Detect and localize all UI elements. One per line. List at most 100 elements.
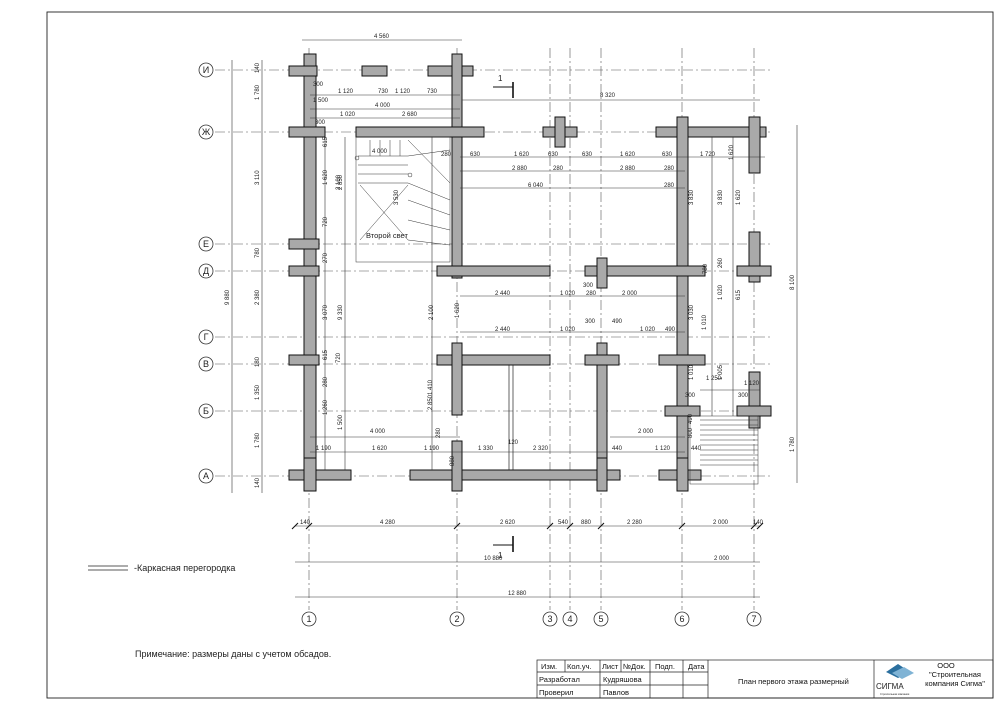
dim-inner-h-12: 630 xyxy=(470,152,481,158)
dim-inner-v-11: 3 030 xyxy=(689,304,695,320)
dim-inner-v-16: 1 260 xyxy=(323,399,329,415)
dim-inner-v-32: 490 xyxy=(688,413,694,424)
dim-left-3: 3 110 xyxy=(255,170,261,185)
dim-bottom-mid-2: 2 000 xyxy=(714,556,730,562)
dim-left-8: 1 780 xyxy=(255,432,261,448)
drawing-frame xyxy=(46,11,994,699)
dim-bottom-2: 4 280 xyxy=(380,520,396,526)
axis-label-row: И xyxy=(203,65,209,75)
dim-inner-h-51: 440 xyxy=(691,446,702,452)
axis-bubble-row-5: Г xyxy=(198,329,214,345)
dim-left-2: 1 780 xyxy=(255,84,261,100)
dim-inner-v-13: 2 850 xyxy=(428,394,434,410)
wall-axis-2-lower xyxy=(451,342,463,416)
dim-inner-h-34: 490 xyxy=(612,319,623,325)
dim-inner-h-30: 2 000 xyxy=(622,291,638,297)
section-mark-bottom: 1 xyxy=(493,536,514,560)
dim-inner-h-48: 440 xyxy=(612,446,623,452)
dim-inner-v-8: 9 330 xyxy=(338,304,344,320)
dim-right-total: 8 100 xyxy=(790,274,796,290)
axis-bubble-col-1: 1 xyxy=(301,611,317,627)
axis-label-col: 6 xyxy=(679,614,684,624)
dim-inner-v-14: 1 500 xyxy=(338,414,344,430)
dim-inner-v-22: 615 xyxy=(736,289,742,300)
wall-top-left xyxy=(288,65,318,77)
dim-inner-v-34: 780 xyxy=(703,263,709,274)
staircase xyxy=(354,136,451,263)
dim-inner-h-47: 2 320 xyxy=(533,446,549,452)
wall-row-zh-stair xyxy=(355,126,485,138)
wall-axis-2-upper xyxy=(451,53,463,279)
axis-label-col: 3 xyxy=(547,614,552,624)
dim-bottom-3: 2 620 xyxy=(500,520,516,526)
axis-bubble-col-5: 5 xyxy=(593,611,609,627)
legend: -Каркасная перегородка xyxy=(88,563,235,573)
dim-inner-h-17: 630 xyxy=(662,152,673,158)
tb-header-data: Дата xyxy=(688,662,705,671)
dim-bottom-7: 2 000 xyxy=(713,520,729,526)
dim-inner-v-5: 1 620 xyxy=(323,169,329,185)
dim-inner-v-28: 720 xyxy=(336,352,342,363)
dim-inner-h-10: 300 xyxy=(315,120,326,126)
dim-inner-h-38: 1 120 xyxy=(744,381,760,387)
dim-inner-v-1: 3 530 xyxy=(394,189,400,205)
dim-left-9: 140 xyxy=(255,477,261,488)
legend-label: -Каркасная перегородка xyxy=(134,563,235,573)
dim-inner-v-25: 270 xyxy=(323,252,329,263)
dim-inner-h-20: 280 xyxy=(553,166,564,172)
wall-row-b-right xyxy=(664,405,701,417)
axis-bubble-row-4: Д xyxy=(198,263,214,279)
note-text: Примечание: размеры даны с учетом обсадо… xyxy=(135,649,331,659)
wall-axis-7-mid xyxy=(748,231,761,283)
wall-row-d-mid xyxy=(436,265,551,277)
dim-inner-h-29: 280 xyxy=(586,291,597,297)
dim-inner-h-26: 2 440 xyxy=(495,291,511,297)
dim-inner-v-30: 880 xyxy=(450,455,456,466)
tb-name-developed: Кудряшова xyxy=(603,675,642,684)
frame-partition xyxy=(508,365,514,470)
dim-inner-h-16: 1 620 xyxy=(620,152,636,158)
tb-header-list: Лист xyxy=(602,662,619,671)
axis-label-row: А xyxy=(203,471,209,481)
dim-inner-v-26: 280 xyxy=(323,376,329,387)
axis-label-col: 1 xyxy=(306,614,311,624)
wall-axis-6 xyxy=(676,116,689,484)
dim-bottom-1: 140 xyxy=(300,520,311,526)
dim-inner-h-23: 6 040 xyxy=(528,183,544,189)
dim-inner-v-10: 2 100 xyxy=(429,304,435,320)
axis-label-row: Г xyxy=(204,332,209,342)
dim-left-total: 9 880 xyxy=(225,289,231,305)
dim-inner-v-15: 1 620 xyxy=(455,302,461,318)
dim-inner-h-15: 630 xyxy=(582,152,593,158)
wall-row-b-far-right xyxy=(736,405,772,417)
dim-inner-h-43: 1 620 xyxy=(372,446,388,452)
section-mark-top: 1 xyxy=(493,74,514,98)
dim-inner-h-25: 4 000 xyxy=(372,149,388,155)
dim-inner-h-4: 1 120 xyxy=(395,89,411,95)
dim-inner-v-20: 1 020 xyxy=(718,284,724,300)
dim-inner-h-45: 1 330 xyxy=(478,446,494,452)
axis-label-row: Б xyxy=(203,406,209,416)
dim-inner-h-37: 1 250 xyxy=(706,376,722,382)
axis-bubble-row-2: Ж xyxy=(198,124,214,140)
wall-row-v-mid xyxy=(436,354,551,366)
dim-left-1: 140 xyxy=(255,62,261,73)
title-block: Изм. Кол.уч. Лист №Док. Подп. Дата Разра… xyxy=(536,659,994,699)
dim-inner-v-21: 1 010 xyxy=(702,314,708,330)
dim-inner-h-27: 1 020 xyxy=(560,291,576,297)
dim-inner-v-24: 720 xyxy=(323,216,329,227)
tb-header-koluch: Кол.уч. xyxy=(567,662,592,671)
walls xyxy=(288,53,772,492)
dim-inner-h-44: 1 190 xyxy=(424,446,440,452)
dim-inner-h-1: 300 xyxy=(313,82,324,88)
logo-text: СИГМА xyxy=(876,682,904,691)
axis-bubble-row-3: Е xyxy=(198,236,214,252)
dim-inner-v-27: 615 xyxy=(323,349,329,360)
wall-axis-6-a-post xyxy=(676,457,689,492)
axis-label-col: 4 xyxy=(567,614,572,624)
dim-bottom-mid-1: 10 880 xyxy=(484,556,503,562)
dim-left-4: 780 xyxy=(255,247,261,258)
dim-inner-h-8: 1 020 xyxy=(340,112,356,118)
